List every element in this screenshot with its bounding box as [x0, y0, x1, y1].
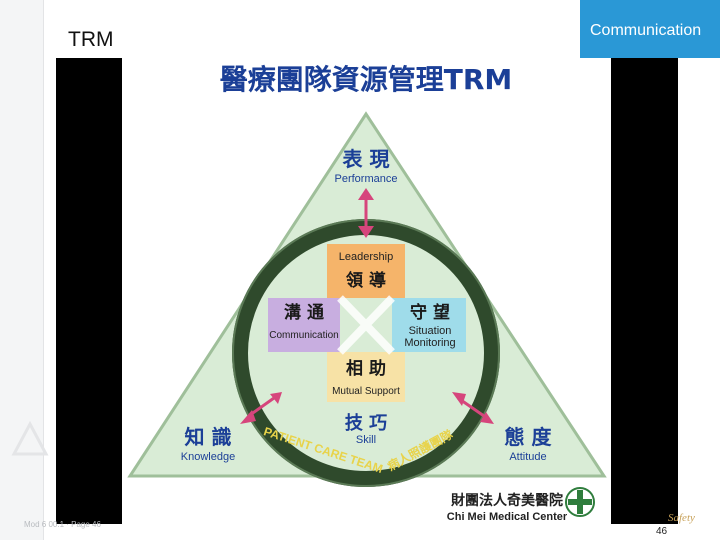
footer-brand: Safety	[668, 512, 695, 524]
monitoring-label-2: Monitoring	[404, 337, 455, 349]
skill-label: Skill	[356, 434, 376, 446]
page-number: 46	[656, 526, 668, 537]
skill-label-zh: 技 巧	[345, 412, 387, 434]
monitoring-label-1: Situation	[409, 325, 452, 337]
communication-label-zh: 溝 通	[284, 302, 324, 323]
communication-box	[268, 298, 340, 352]
mutual-support-label: Mutual Support	[332, 386, 400, 397]
performance-label-zh: 表 現	[343, 147, 390, 171]
leadership-label: Leadership	[339, 251, 393, 263]
communication-label: Communication	[269, 330, 338, 341]
section-tab: Communication	[580, 0, 720, 58]
hospital-name-zh: 財團法人奇美醫院	[450, 492, 563, 509]
leadership-box	[327, 244, 405, 298]
mutual-support-box	[327, 352, 405, 402]
footer-text: Mod 6 00.1 · Page 46	[24, 520, 101, 529]
watermark-logo-icon	[10, 420, 50, 465]
knowledge-label-zh: 知 識	[185, 425, 232, 449]
leadership-label-zh: 領 導	[346, 270, 386, 291]
mutual-support-label-zh: 相 助	[346, 358, 386, 379]
left-margin-strip	[0, 0, 44, 540]
monitoring-box	[392, 298, 466, 352]
performance-label: Performance	[335, 173, 398, 185]
knowledge-label: Knowledge	[181, 451, 235, 463]
hospital-name-en: Chi Mei Medical Center	[447, 511, 568, 523]
monitoring-label-zh: 守 望	[410, 302, 450, 323]
attitude-label: Attitude	[509, 451, 546, 463]
hospital-logo-icon	[565, 487, 595, 517]
attitude-label-zh: 態 度	[505, 425, 553, 449]
trm-figure: 醫療團隊資源管理TRM 表 現 Performance Leadership 領…	[122, 58, 611, 524]
arrow-left	[249, 396, 275, 417]
figure-heading: 醫療團隊資源管理TRM	[220, 63, 513, 96]
slide-title: TRM	[68, 28, 114, 51]
